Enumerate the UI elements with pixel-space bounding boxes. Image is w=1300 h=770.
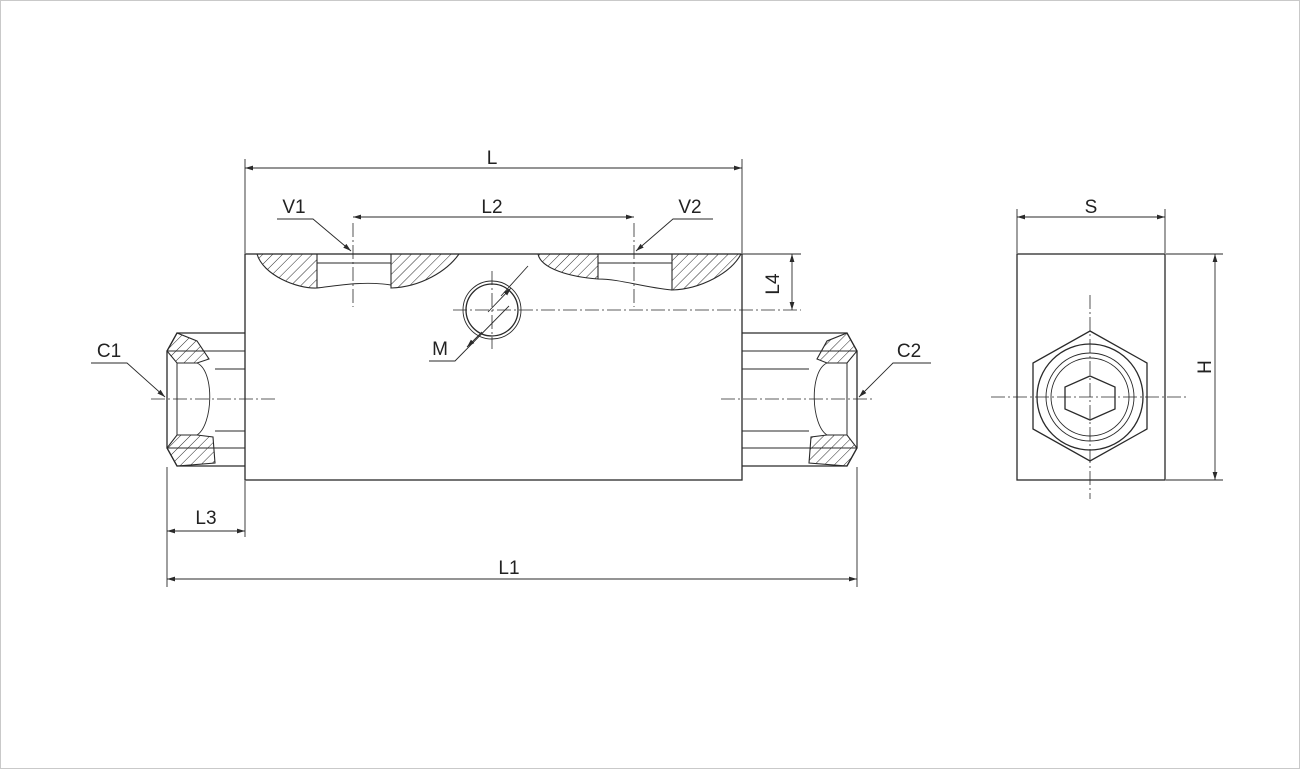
leader-v2 (635, 218, 713, 252)
fitting-c2 (742, 332, 858, 467)
leader-c2 (858, 362, 931, 398)
leader-v1 (277, 218, 352, 252)
port-v1-section (256, 253, 461, 289)
leader-m (429, 305, 510, 362)
label-h: H (1195, 360, 1216, 374)
port-v2-section (537, 253, 742, 291)
label-c2: C2 (897, 341, 921, 362)
side-body (1016, 253, 1166, 481)
hex-socket (1064, 375, 1116, 421)
label-m: M (432, 339, 448, 360)
label-l4: L4 (763, 273, 784, 295)
label-l3: L3 (195, 508, 216, 529)
side-view: S H (991, 197, 1223, 499)
leader-c1 (91, 362, 166, 398)
label-c1: C1 (97, 341, 121, 362)
label-v2: V2 (678, 197, 701, 218)
fitting-c1 (166, 332, 245, 467)
mounting-hole-m (453, 271, 801, 349)
label-l: L (487, 148, 498, 169)
label-l1: L1 (498, 558, 519, 579)
front-view: L L2 V1 V2 L4 M C1 C2 L3 L1 (91, 148, 931, 587)
label-l2: L2 (481, 197, 502, 218)
valve-body (244, 253, 743, 481)
label-s: S (1085, 197, 1098, 218)
label-v1: V1 (282, 197, 305, 218)
